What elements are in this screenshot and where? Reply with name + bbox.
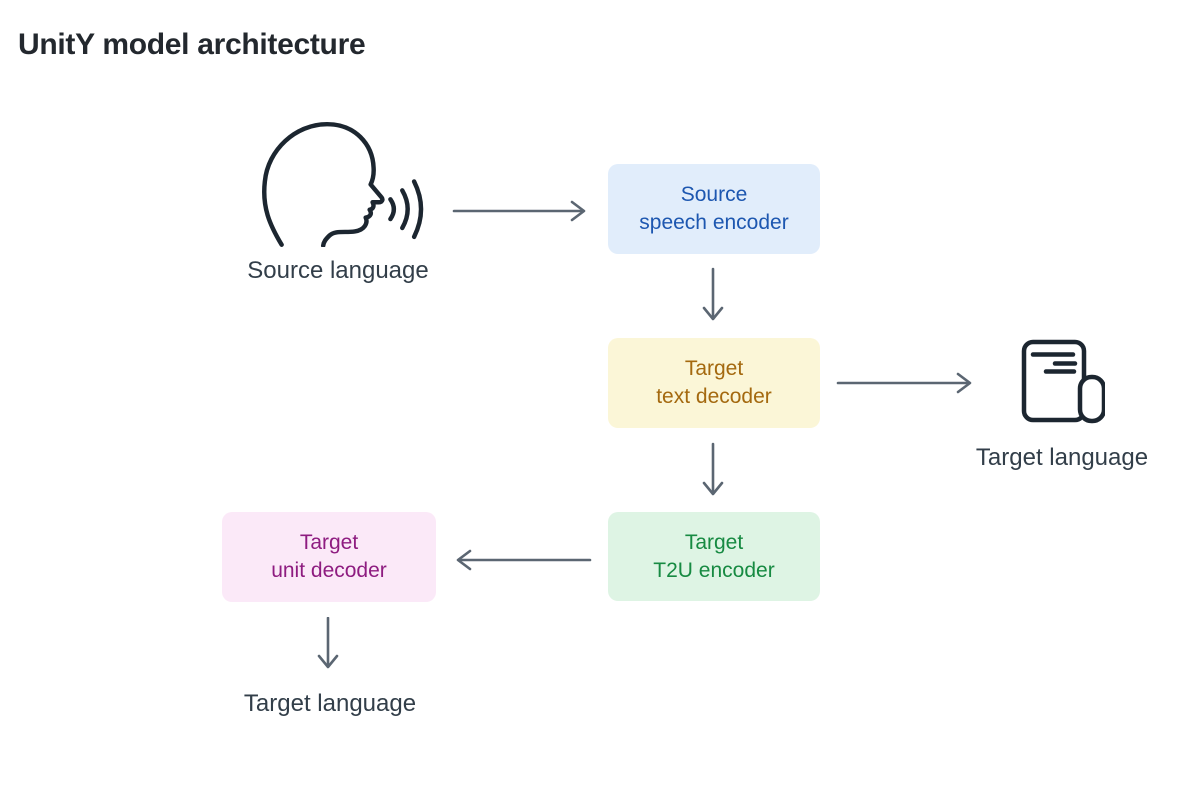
target-language-text-label: Target language [975, 444, 1149, 471]
node-source-speech-encoder: Source speech encoder [608, 164, 820, 254]
arrow-speech-encoder-to-text-decoder [700, 267, 726, 327]
node-target-unit-decoder: Target unit decoder [222, 512, 436, 602]
node-label-line1: Target [299, 531, 359, 554]
node-label-line2: unit decoder [271, 559, 387, 582]
arrow-source-to-speech-encoder [452, 198, 594, 224]
speaking-head-icon [252, 116, 424, 247]
node-label-line2: speech encoder [639, 211, 789, 234]
node-label-line1: Target [684, 357, 744, 380]
source-language-label: Source language [247, 257, 429, 284]
node-target-t2u-encoder: Target T2U encoder [608, 512, 820, 601]
node-target-text-decoder: Target text decoder [608, 338, 820, 428]
node-label-line1: Source [680, 183, 748, 206]
target-language-speech-label: Target language [243, 690, 417, 717]
arrow-text-decoder-to-target-language [836, 370, 980, 396]
node-label-line2: text decoder [656, 385, 772, 408]
document-text-icon [1021, 339, 1105, 425]
arrow-t2u-encoder-to-unit-decoder [448, 547, 592, 573]
node-label-line1: Target [684, 530, 744, 554]
page-title: UnitY model architecture [18, 28, 366, 61]
node-label-line2: T2U encoder [653, 558, 775, 582]
arrow-text-decoder-to-t2u-encoder [700, 442, 726, 502]
arrow-unit-decoder-to-target-language [315, 617, 341, 675]
